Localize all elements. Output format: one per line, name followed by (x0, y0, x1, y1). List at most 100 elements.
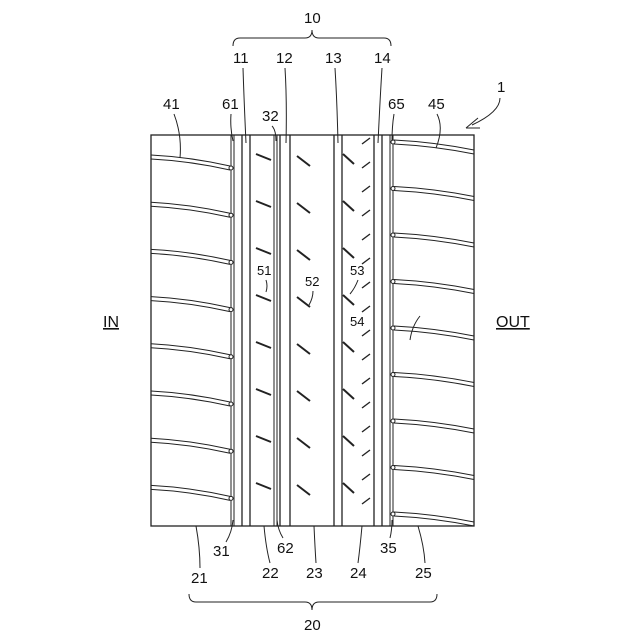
slant-sipe (362, 378, 370, 384)
slant-sipe (256, 389, 271, 395)
slant-sipe (256, 154, 271, 160)
lug-end-dot (391, 373, 395, 377)
slant-sipe (256, 201, 271, 207)
lug-groove-inner (151, 249, 230, 260)
slant-sipe (362, 234, 370, 240)
slant-sipe (362, 426, 370, 432)
lug-groove-outer (394, 191, 474, 201)
label-22: 22 (262, 565, 279, 582)
leader-51 (266, 280, 267, 292)
label-45: 45 (428, 96, 445, 113)
leader-53 (350, 280, 358, 294)
label-13: 13 (325, 50, 342, 67)
label-32: 32 (262, 108, 279, 125)
lug-end-dot (229, 166, 233, 170)
lug-groove-inner (151, 438, 230, 449)
lug-groove-inner (151, 253, 230, 264)
side-label-in: IN (103, 314, 119, 331)
lug-end-dot (229, 260, 233, 264)
slant-sipe (343, 154, 354, 164)
slant-sipe (362, 474, 370, 480)
main-grooves (242, 135, 382, 526)
label-52: 52 (305, 274, 319, 289)
leader-25 (418, 526, 425, 563)
label-20: 20 (304, 617, 321, 634)
lug-groove-outer (394, 470, 474, 480)
label-54: 54 (350, 314, 364, 329)
label-65: 65 (388, 96, 405, 113)
lug-end-dot (391, 466, 395, 470)
slant-sipe (343, 295, 354, 305)
slant-sipe (362, 282, 370, 288)
leader-21 (196, 526, 200, 568)
lug-end-dot (391, 512, 395, 516)
label-41: 41 (163, 96, 180, 113)
leader-23 (314, 526, 316, 563)
leader-24 (358, 526, 362, 563)
slant-sipe (297, 156, 310, 166)
slant-sipe (343, 483, 354, 493)
label-35: 35 (380, 540, 397, 557)
leader-52 (309, 291, 313, 305)
lug-groove-outer (394, 516, 474, 526)
slant-sipe (362, 402, 370, 408)
lug-groove-outer (394, 423, 474, 433)
leader-22 (264, 526, 270, 563)
lug-groove-inner (151, 442, 230, 453)
lug-groove-outer (394, 237, 474, 247)
lug-groove-inner (151, 489, 230, 500)
lug-groove-inner (151, 348, 230, 359)
lug-groove-inner (151, 206, 230, 217)
label-62: 62 (277, 540, 294, 557)
slant-sipe (256, 295, 271, 301)
lug-end-dot (229, 213, 233, 217)
slant-sipe (297, 438, 310, 448)
brace-20 (189, 594, 437, 610)
lug-groove-inner (151, 159, 230, 170)
leader-13 (335, 68, 338, 143)
slant-sipe (362, 138, 370, 144)
lug-groove-outer (394, 284, 474, 294)
lug-groove-inner (151, 485, 230, 496)
side-label-out: OUT (496, 314, 530, 331)
label-23: 23 (306, 565, 323, 582)
label-21: 21 (191, 570, 208, 587)
lug-end-dot (391, 326, 395, 330)
leader-1 (472, 98, 500, 125)
lug-end-dot (229, 449, 233, 453)
slant-sipe (362, 306, 370, 312)
slant-sipe (343, 248, 354, 258)
lug-end-dot (391, 280, 395, 284)
label-11: 11 (233, 50, 249, 67)
lug-end-dot (391, 419, 395, 423)
leader-12 (285, 68, 286, 143)
slant-sipe (343, 436, 354, 446)
lug-groove-inner (151, 395, 230, 406)
lug-groove-inner (151, 297, 230, 308)
lug-end-dot (229, 308, 233, 312)
lug-end-dot (391, 233, 395, 237)
lug-groove-outer (394, 144, 474, 154)
slant-sipe (297, 297, 310, 307)
leader-45 (436, 114, 440, 148)
label-53: 53 (350, 263, 364, 278)
slant-sipe (362, 210, 370, 216)
brace-10 (233, 30, 391, 46)
leader-14 (378, 68, 382, 143)
leader-11 (243, 68, 246, 143)
slant-sipe (343, 389, 354, 399)
slant-sipe (362, 354, 370, 360)
lug-end-dot (229, 496, 233, 500)
slant-sipe (256, 483, 271, 489)
lug-groove-outer (394, 330, 474, 340)
slant-sipe (256, 248, 271, 254)
slant-sipe (297, 344, 310, 354)
lug-grooves-outer (391, 140, 474, 526)
lug-groove-inner (151, 391, 230, 402)
slant-sipe (362, 498, 370, 504)
lug-grooves-inner (151, 155, 233, 500)
slant-sipe (362, 162, 370, 168)
lug-end-dot (229, 402, 233, 406)
label-14: 14 (374, 50, 391, 67)
